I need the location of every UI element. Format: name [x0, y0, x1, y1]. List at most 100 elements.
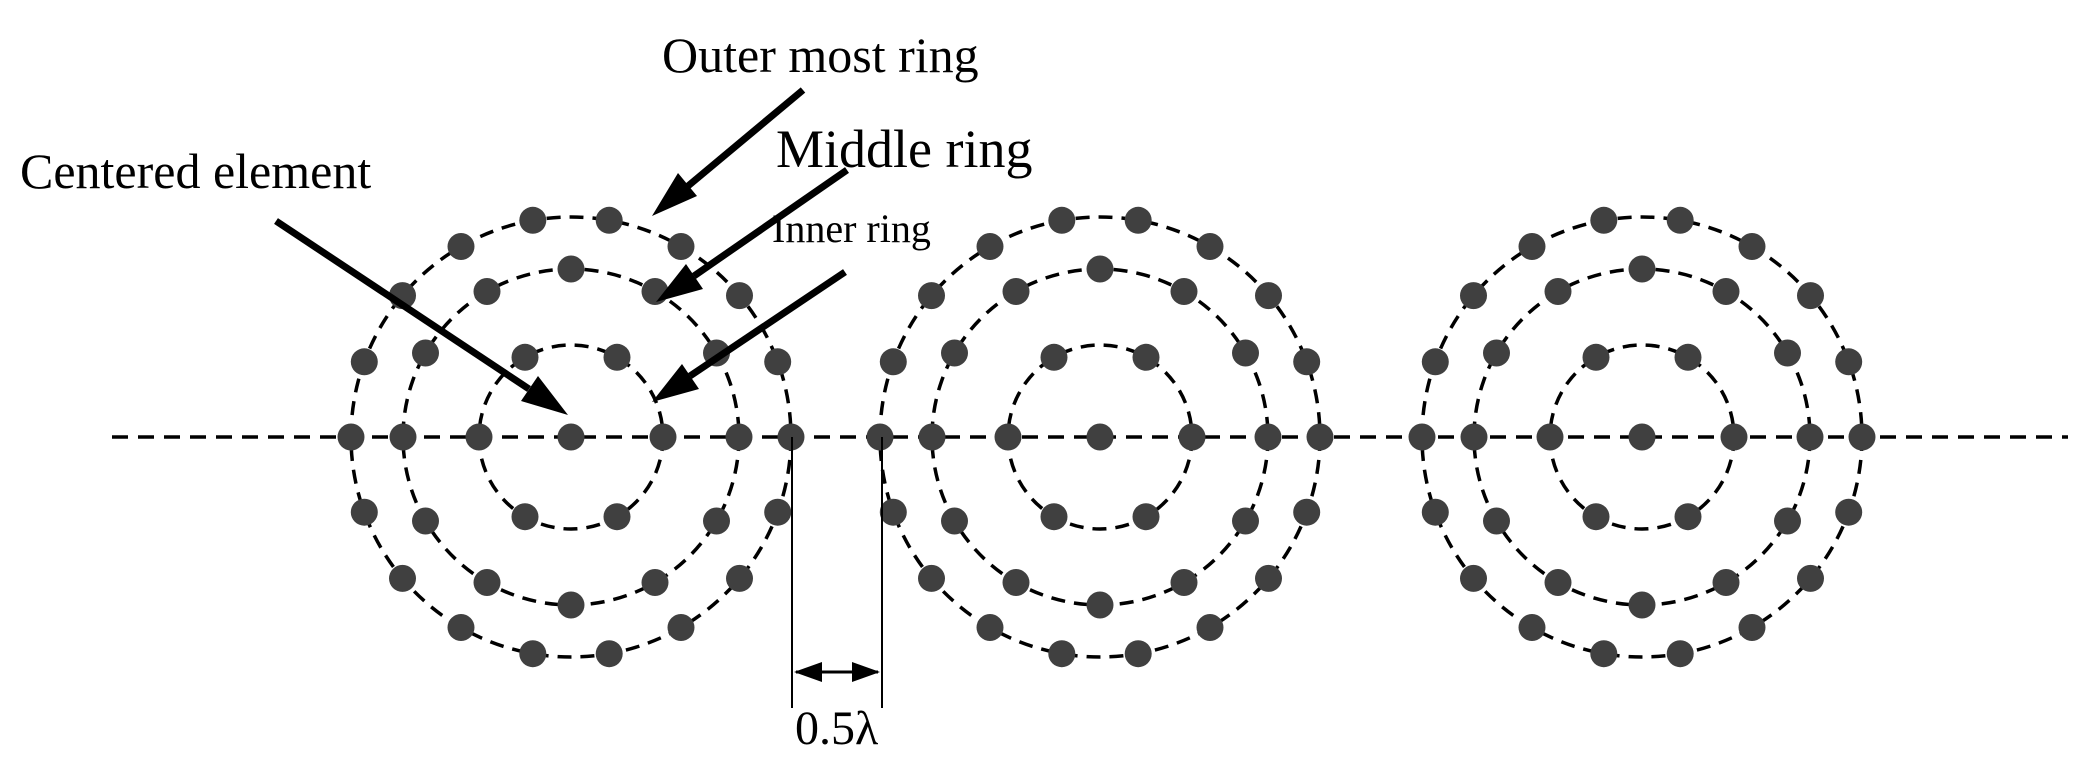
middle-ring-element: [1483, 507, 1510, 535]
centered-element-arrow: [274, 218, 531, 392]
outer-ring-arrow: [685, 87, 806, 189]
outer-ring-element: [879, 498, 907, 526]
inner-ring-element: [994, 423, 1022, 451]
outer-ring-element: [1048, 206, 1076, 234]
outer-ring-element: [519, 640, 547, 668]
outer-ring-element: [447, 233, 475, 260]
middle-ring-element: [918, 423, 946, 451]
middle-ring-element: [1774, 339, 1801, 367]
inner-ring-element: [1582, 503, 1610, 531]
middle-ring-element: [473, 278, 501, 305]
outer-ring-element: [337, 423, 365, 451]
outer-ring-element: [879, 348, 907, 376]
outer-ring-element: [1293, 348, 1321, 376]
outer-ring-element: [1293, 498, 1321, 526]
outer-ring-element: [1048, 640, 1076, 668]
outer-ring-element: [1848, 423, 1876, 451]
outer-ring-element: [1460, 564, 1487, 592]
inner-ring-arrow: [688, 269, 847, 379]
callout-arrows: [274, 87, 849, 415]
middle-ring-element: [1712, 278, 1740, 305]
center-element: [1628, 423, 1656, 451]
centered-element-label: Centered element: [20, 143, 371, 199]
middle-array: [866, 206, 1334, 668]
inner-ring-element: [1040, 343, 1068, 371]
middle-ring-element: [1796, 423, 1824, 451]
outer-ring-element: [1306, 423, 1334, 451]
centered-element-arrowhead: [521, 376, 568, 415]
outer-ring-element: [1518, 233, 1546, 260]
outer-ring-element: [595, 640, 623, 668]
inner-ring-element: [511, 343, 539, 371]
outer-ring-element: [1255, 564, 1282, 592]
right-array: [1408, 206, 1876, 668]
outer-ring-element: [1590, 206, 1618, 234]
middle-ring-element: [725, 423, 753, 451]
spacing-label: 0.5λ: [795, 702, 879, 755]
middle-ring-element: [412, 339, 439, 367]
outer-ring-element: [1738, 233, 1766, 260]
dimension-arrowhead-right: [852, 662, 880, 682]
middle-ring-arrow: [692, 167, 849, 279]
outer-ring-element: [918, 564, 945, 592]
inner-ring-element: [1582, 343, 1610, 371]
left-array: [337, 206, 805, 668]
middle-ring-element: [1232, 507, 1259, 535]
middle-ring-element: [1712, 569, 1740, 596]
outer-ring-element: [1196, 614, 1224, 641]
outer-ring-element: [1590, 640, 1618, 668]
outer-ring-element: [764, 348, 792, 376]
inner-ring-arrowhead: [652, 364, 699, 402]
inner-ring-element: [1132, 503, 1160, 531]
inner-ring-element: [1040, 503, 1068, 531]
outer-ring-element: [350, 348, 378, 376]
outer-ring-element: [976, 233, 1004, 260]
middle-ring-element: [412, 507, 439, 535]
spacing-dimension: 0.5λ: [791, 437, 883, 755]
inner-ring-element: [649, 423, 677, 451]
outer-ring-element: [1666, 640, 1694, 668]
middle-ring-element: [641, 569, 669, 596]
outer-ring-element: [389, 564, 416, 592]
outer-ring-element: [1421, 348, 1449, 376]
middle-ring-element: [703, 507, 730, 535]
center-element: [557, 423, 585, 451]
outer-ring-element: [1666, 206, 1694, 234]
outer-ring-element: [667, 614, 695, 641]
middle-ring-element: [1460, 423, 1488, 451]
outer-ring-arrowhead: [652, 173, 697, 216]
inner-ring-element: [603, 503, 631, 531]
middle-ring-element: [1774, 507, 1801, 535]
outer-ring-element: [1460, 282, 1487, 310]
outer-ring-element: [1421, 498, 1449, 526]
outer-ring-element: [726, 564, 753, 592]
middle-ring-element: [557, 591, 585, 619]
middle-ring-element: [389, 423, 417, 451]
middle-ring-element: [1086, 591, 1114, 619]
outer-ring-element: [1518, 614, 1546, 641]
outer-ring-element: [667, 233, 695, 260]
middle-ring-element: [1002, 569, 1030, 596]
middle-ring-element: [1544, 278, 1572, 305]
outer-ring-element: [447, 614, 475, 641]
outer-ring-element: [1797, 564, 1824, 592]
outer-ring-element: [866, 423, 894, 451]
middle-ring-element: [1086, 255, 1114, 283]
inner-ring-element: [1536, 423, 1564, 451]
middle-ring-element: [557, 255, 585, 283]
outer-ring-element: [918, 282, 945, 310]
middle-ring-label: Middle ring: [776, 119, 1032, 179]
arrays-layer: [337, 206, 1876, 668]
inner-ring-element: [465, 423, 493, 451]
middle-ring-arrowhead: [656, 264, 703, 302]
inner-ring-element: [1674, 503, 1702, 531]
middle-ring-element: [1170, 569, 1198, 596]
inner-ring-element: [1132, 343, 1160, 371]
inner-ring-element: [511, 503, 539, 531]
outer-ring-element: [726, 282, 753, 310]
outer-ring-element: [519, 206, 547, 234]
outer-ring-label: Outer most ring: [662, 27, 979, 83]
middle-ring-element: [473, 569, 501, 596]
outer-ring-element: [1124, 640, 1152, 668]
dimension-arrowhead-left: [794, 662, 822, 682]
